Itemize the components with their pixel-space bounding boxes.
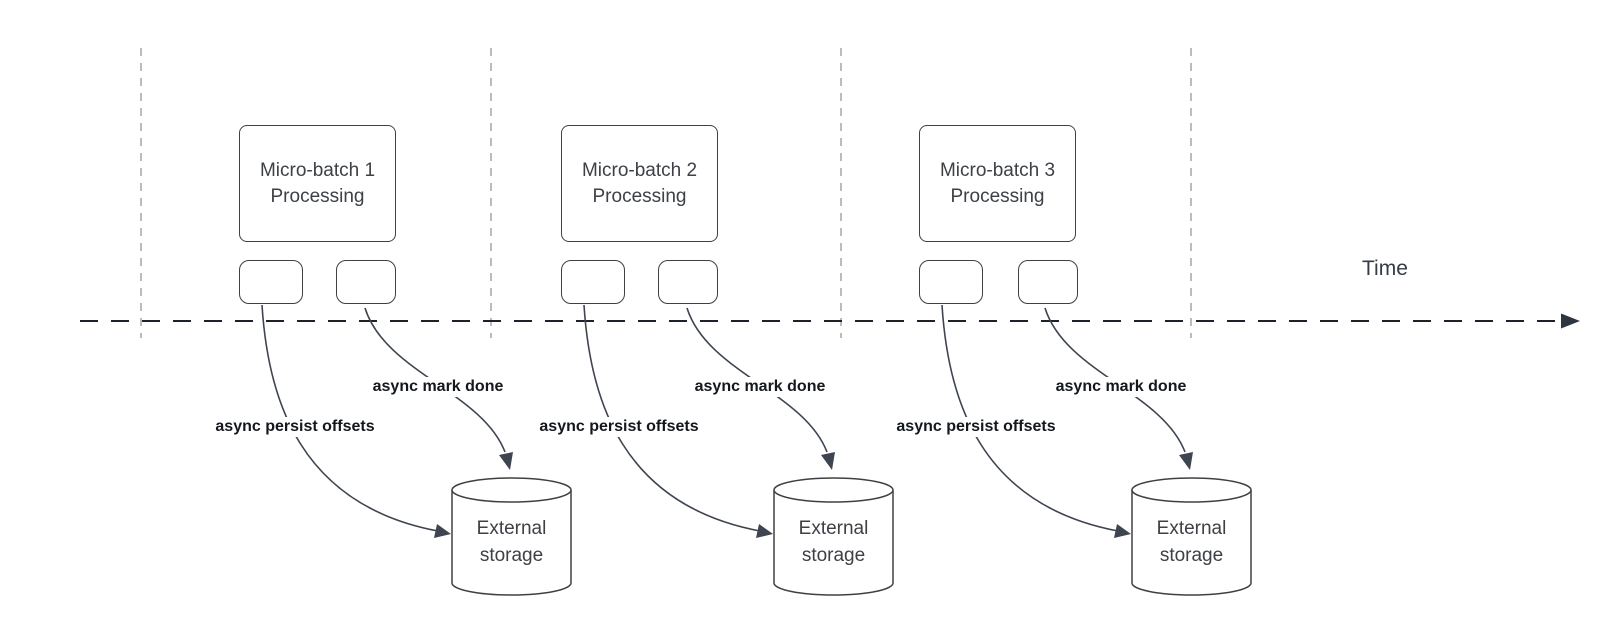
micro-batch-3-box: Micro-batch 3 Processing [919, 125, 1076, 242]
batch-3-done-task-box [1018, 260, 1078, 304]
external-storage-cylinder-top [773, 477, 894, 503]
external-storage-cylinder-body [1131, 490, 1252, 596]
batch-3-mark-done-arrow-label: async mark done [1051, 377, 1191, 397]
micro-batch-1-box: Micro-batch 1 Processing [239, 125, 396, 242]
persist-arrow [583, 304, 761, 532]
micro-batch-2-box: Micro-batch 2 Processing [561, 125, 718, 242]
external-storage-cylinder-top [1131, 477, 1252, 503]
batch-3-external-storage-label: External storage [1156, 518, 1227, 566]
batch-1-persist-task-box [239, 260, 303, 304]
batch-1-persist-arrow-label: async persist offsets [211, 417, 379, 437]
mark-done-arrowhead-icon [499, 452, 513, 470]
persist-arrow [261, 304, 439, 532]
persist-arrowhead-icon [756, 524, 773, 538]
batch-2-done-task-box [658, 260, 718, 304]
mark-done-arrowhead-icon [1179, 452, 1193, 470]
persist-arrowhead-icon [434, 524, 451, 538]
batch-2-mark-done-arrow-label: async mark done [690, 377, 830, 397]
external-storage-cylinder-body [451, 490, 572, 596]
external-storage-cylinder-body [773, 490, 894, 596]
batch-3-arrows [941, 304, 1252, 596]
batch-3-persist-task-box [919, 260, 983, 304]
persist-arrow [941, 304, 1119, 532]
batch-2-persist-task-box [561, 260, 625, 304]
time-axis-arrowhead-icon [1561, 313, 1580, 329]
mark-done-arrowhead-icon [821, 452, 835, 470]
batch-2-external-storage-label: External storage [798, 518, 869, 566]
batch-2-persist-arrow-label: async persist offsets [535, 417, 703, 437]
batch-1-mark-done-arrow-label: async mark done [368, 377, 508, 397]
external-storage-cylinder-top [451, 477, 572, 503]
time-axis-label: Time [1362, 257, 1408, 280]
batch-1-external-storage-label: External storage [476, 518, 547, 566]
batch-3-persist-arrow-label: async persist offsets [892, 417, 1060, 437]
batch-1-done-task-box [336, 260, 396, 304]
batch-2-arrows [583, 304, 894, 596]
batch-1-arrows [261, 304, 572, 596]
persist-arrowhead-icon [1114, 524, 1131, 538]
